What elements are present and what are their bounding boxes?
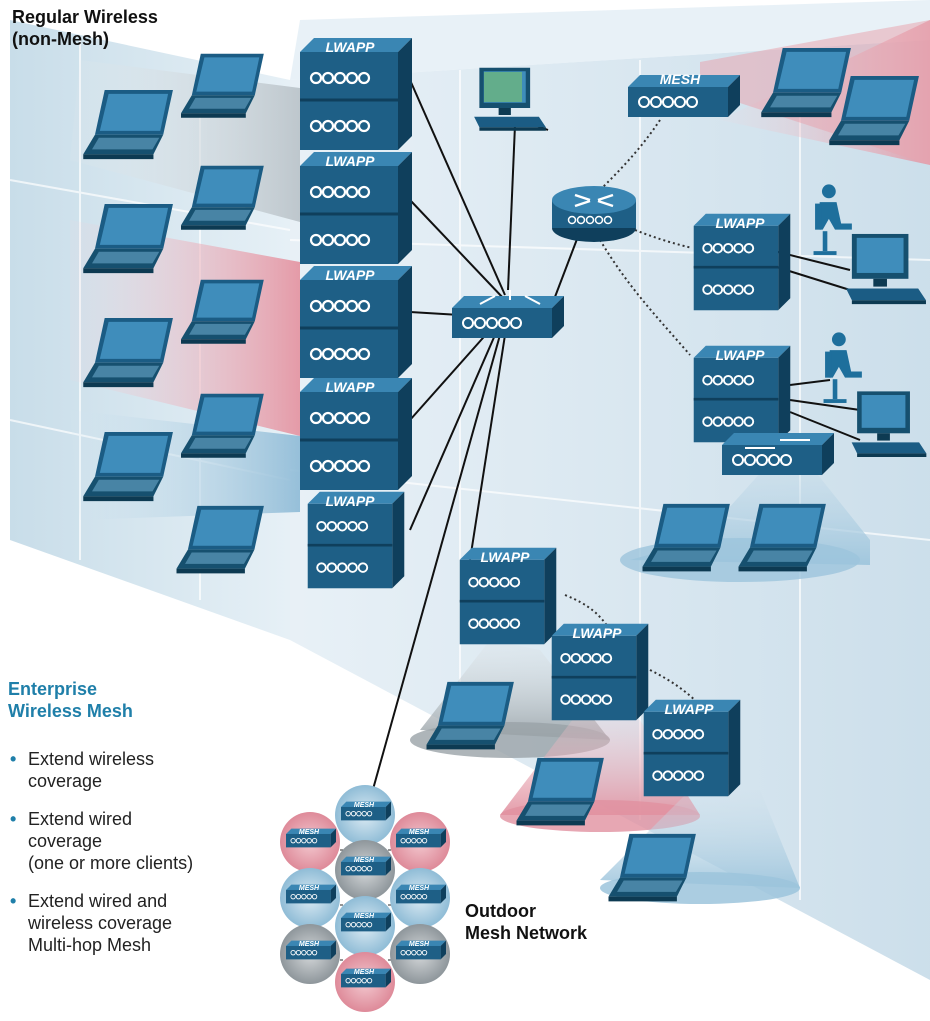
diagram-title: Regular Wireless (non-Mesh): [12, 6, 212, 50]
lwapp-label: LWAPP: [325, 39, 375, 55]
outdoor-mesh-label: Outdoor Mesh Network: [465, 900, 587, 944]
lwapp-ap: LWAPP: [692, 344, 792, 444]
lwapp-label: LWAPP: [715, 215, 765, 231]
lwapp-label: LWAPP: [715, 347, 765, 363]
heading-line: Enterprise: [8, 679, 98, 699]
lwapp-ap: LWAPP: [300, 150, 412, 266]
mesh-label: MESH: [354, 857, 375, 864]
enterprise-mesh-heading: Enterprise Wireless Mesh: [8, 678, 133, 722]
mesh-label: MESH: [354, 913, 375, 920]
lwapp-ap: LWAPP: [306, 490, 406, 590]
lwapp-label: LWAPP: [325, 153, 375, 169]
heading-line: Wireless Mesh: [8, 701, 133, 721]
lwapp-ap: LWAPP: [300, 264, 412, 380]
switch-icon: [452, 290, 564, 340]
list-item-line: coverage: [28, 771, 103, 791]
mesh-label: MESH: [409, 829, 430, 836]
mesh-label: MESH: [299, 941, 320, 948]
list-item: • Extend wireless coverage: [8, 748, 248, 792]
list-item-line: Extend wired: [28, 809, 133, 829]
mesh-label: MESH: [354, 802, 375, 809]
mesh-label: MESH: [660, 71, 701, 87]
list-item-line: (one or more clients): [28, 853, 194, 873]
mesh-label: MESH: [354, 969, 375, 976]
mesh-label: MESH: [299, 829, 320, 836]
mesh-label: MESH: [299, 885, 320, 892]
list-item-line: Extend wired and: [28, 891, 168, 911]
list-item-line: Extend wireless: [28, 749, 155, 769]
list-item-line: coverage: [28, 831, 103, 851]
bullet-icon: •: [10, 891, 17, 911]
outdoor-line: Outdoor: [465, 901, 536, 921]
lwapp-label: LWAPP: [480, 549, 530, 565]
outdoor-line: Mesh Network: [465, 923, 588, 943]
lwapp-label: LWAPP: [572, 625, 622, 641]
switch-icon: [722, 431, 834, 477]
lwapp-label: LWAPP: [664, 701, 714, 717]
lwapp-ap: LWAPP: [458, 546, 558, 646]
lwapp-ap: LWAPP: [550, 622, 650, 722]
lwapp-ap: LWAPP: [692, 212, 792, 312]
outdoor-mesh-network: MESH MESH MESH MESH MESH MESH MESH MESH …: [280, 785, 450, 1012]
bullet-icon: •: [10, 749, 17, 769]
title-line: Regular Wireless: [12, 7, 158, 27]
list-item: • Extend wired and wireless coverage Mul…: [8, 890, 248, 956]
list-item-line: wireless coverage: [28, 913, 173, 933]
lwapp-label: LWAPP: [325, 267, 375, 283]
management-pc-icon: [474, 67, 546, 131]
list-item: • Extend wired coverage (one or more cli…: [8, 808, 248, 874]
lwapp-ap: LWAPP: [300, 376, 412, 492]
feature-list: • Extend wireless coverage • Extend wire…: [8, 748, 248, 972]
title-line: (non-Mesh): [12, 29, 109, 49]
lwapp-ap: LWAPP: [300, 36, 412, 152]
lwapp-label: LWAPP: [325, 379, 375, 395]
lwapp-label: LWAPP: [325, 493, 375, 509]
mesh-label: MESH: [409, 941, 430, 948]
router-icon: [552, 186, 636, 242]
lwapp-ap: LWAPP: [642, 698, 742, 798]
bullet-icon: •: [10, 809, 17, 829]
mesh-ap: MESH: [628, 71, 740, 119]
list-item-line: Multi-hop Mesh: [28, 935, 152, 955]
mesh-label: MESH: [409, 885, 430, 892]
